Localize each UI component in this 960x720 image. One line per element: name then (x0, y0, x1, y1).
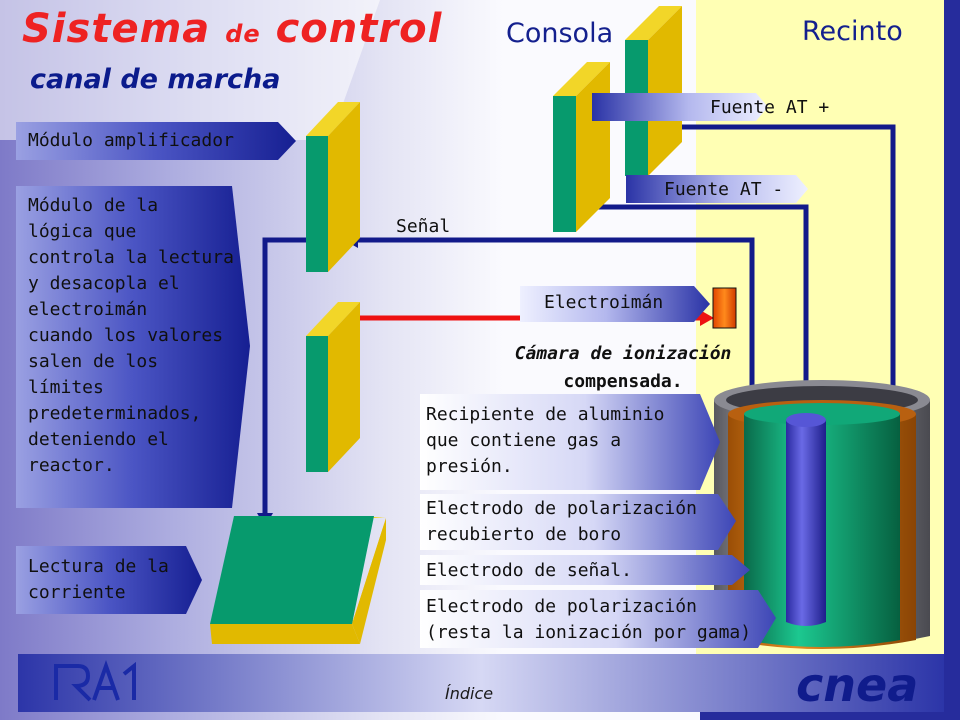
tab-fuente-pos (592, 93, 768, 121)
tab-lectura (16, 546, 202, 614)
footer-band (18, 654, 944, 712)
label-modulo-logica: Módulo de la lógica que controla la lectur… (28, 193, 243, 479)
text-line: Electrodo de polarización (426, 498, 697, 519)
subtitle-canal-de-marcha: canal de marcha (30, 64, 281, 95)
label-senal: Señal (396, 216, 451, 237)
header-recinto: Recinto (802, 16, 903, 47)
tab-modulo-amplificador (16, 122, 296, 160)
text-line: Módulo de la (28, 195, 159, 216)
text-line: que contiene gas a (426, 430, 622, 451)
wire-senal (358, 237, 755, 412)
tab-modulo-logica (16, 186, 250, 508)
ra1-logo (54, 659, 136, 702)
fuente-pos-box (625, 6, 682, 176)
title-sistema-de-control: Sistema de control (22, 6, 443, 52)
label-electroiman: Electroimán (544, 292, 664, 313)
text-line: límites (28, 377, 104, 398)
text-line: (resta la ionización por gama) (426, 622, 752, 643)
text-line: predeterminados, (28, 403, 202, 424)
text-line: presión. (426, 456, 513, 477)
label-electrodo-gama: Electrodo de polarización (resta la ioniz… (426, 594, 776, 646)
wire-fuente-pos (672, 124, 896, 412)
title-highlight (0, 0, 380, 140)
tab-electrodo-boro (420, 494, 736, 550)
text-line: corriente (28, 582, 126, 603)
text-line: electroimán (28, 299, 148, 320)
label-electrodo-senal: Electrodo de señal. (426, 560, 632, 581)
header-consola: Consola (506, 18, 614, 49)
logic-module-box (306, 302, 360, 472)
text-line: y desacopla el (28, 273, 180, 294)
wire-lectura (262, 237, 306, 515)
text-line: recubierto de boro (426, 524, 622, 545)
amplifier-module-box (306, 102, 360, 272)
text-line: lógica que (28, 221, 137, 242)
ionization-chamber (714, 380, 930, 649)
text-line: reactor. (28, 455, 115, 476)
label-fuente-neg: Fuente AT - (664, 179, 784, 200)
tab-recipiente (420, 394, 720, 490)
text-line: Recipiente de aluminio (426, 404, 665, 425)
label-electrodo-boro: Electrodo de polarización recubierto de b… (426, 496, 726, 548)
lectura-box (210, 516, 386, 644)
arrow-electroiman (700, 310, 714, 326)
label-modulo-amplificador: Módulo amplificador (28, 130, 234, 151)
text-line: Electrodo de polarización (426, 596, 697, 617)
tab-electrodo-gama (420, 590, 776, 648)
cnea-logo: cnea (796, 658, 919, 712)
label-fuente-pos: Fuente AT + (710, 97, 830, 118)
text-line: Lectura de la (28, 556, 169, 577)
fuente-neg-box (553, 62, 610, 232)
text-line: cuando los valores (28, 325, 224, 346)
tab-electrodo-senal (420, 555, 750, 585)
tab-electroiman (520, 286, 710, 322)
text-line: deteniendo el (28, 429, 169, 450)
wire-fuente-neg (596, 204, 809, 412)
text-line: salen de los (28, 351, 159, 372)
label-camara-ionizacion: Cámara de ionización compensada. (514, 343, 732, 392)
text-line: controla la lectura (28, 247, 234, 268)
label-recipiente: Recipiente de aluminio que contiene gas a… (426, 402, 706, 480)
tab-fuente-neg (626, 175, 808, 203)
indice-link[interactable]: Índice (445, 684, 494, 703)
electroiman-block (712, 287, 737, 329)
label-lectura: Lectura de la corriente (28, 554, 198, 606)
